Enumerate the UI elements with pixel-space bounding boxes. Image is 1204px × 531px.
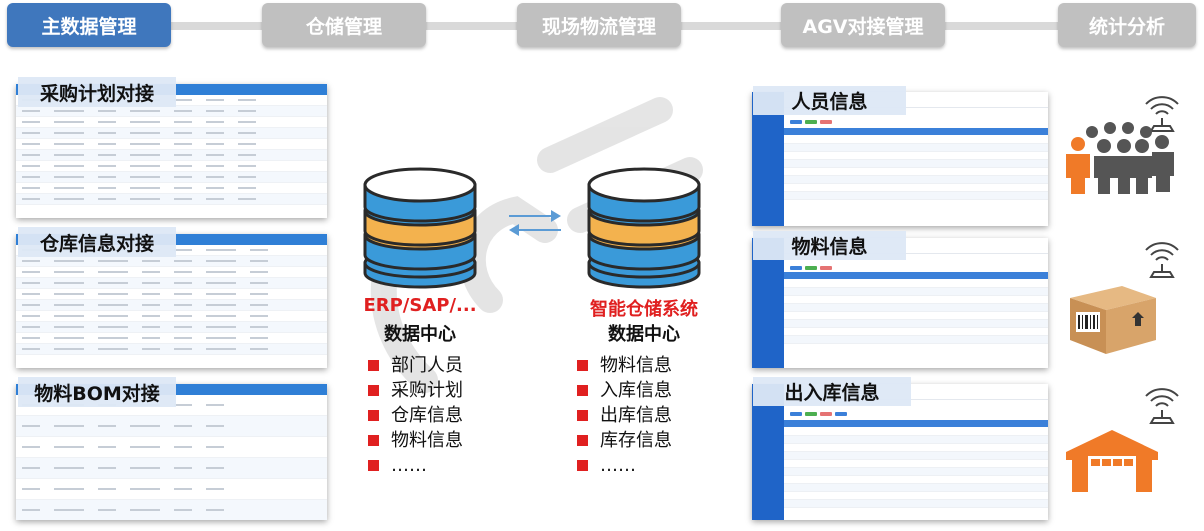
wifi-icon <box>1145 96 1179 132</box>
list-item: …… <box>577 453 672 478</box>
tab-warehouse[interactable]: 仓储管理 <box>262 3 426 47</box>
list-item: 库存信息 <box>577 428 672 453</box>
list-item: 物料信息 <box>368 428 463 453</box>
erp-db-subtitle: 数据中心 <box>384 324 456 345</box>
list-item: …… <box>368 453 463 478</box>
tab-master-data[interactable]: 主数据管理 <box>7 3 171 47</box>
sync-arrows-icon <box>509 210 561 236</box>
inout-info-label: 出入库信息 <box>753 377 911 406</box>
wifi-icon <box>1145 242 1179 278</box>
inout-info-screenshot <box>752 384 1048 520</box>
wms-db-title: 智能仓储系统 <box>590 299 698 320</box>
tab-site-logistics[interactable]: 现场物流管理 <box>517 3 681 47</box>
personnel-info-label: 人员信息 <box>753 86 906 115</box>
list-item: 采购计划 <box>368 378 463 403</box>
material-bom-label: 物料BOM对接 <box>18 377 176 407</box>
erp-db-list: 部门人员 采购计划 仓库信息 物料信息 …… <box>368 353 463 478</box>
list-item: 仓库信息 <box>368 403 463 428</box>
warehouse-info-label: 仓库信息对接 <box>18 227 176 257</box>
list-item: 部门人员 <box>368 353 463 378</box>
wifi-icon <box>1145 388 1179 424</box>
warehouse-icon <box>1066 430 1158 492</box>
list-item: 物料信息 <box>577 353 672 378</box>
wms-database-icon <box>587 167 701 289</box>
tab-agv[interactable]: AGV对接管理 <box>781 3 945 47</box>
list-item: 出库信息 <box>577 403 672 428</box>
box-icon <box>1070 286 1156 354</box>
tab-statistics[interactable]: 统计分析 <box>1058 3 1196 47</box>
purchase-plan-label: 采购计划对接 <box>18 77 176 107</box>
wms-db-subtitle: 数据中心 <box>608 324 680 345</box>
erp-database-icon <box>363 167 477 289</box>
erp-db-title: ERP/SAP/... <box>363 295 477 316</box>
wms-db-list: 物料信息 入库信息 出库信息 库存信息 …… <box>577 353 672 478</box>
material-info-label: 物料信息 <box>753 231 906 260</box>
list-item: 入库信息 <box>577 378 672 403</box>
people-icon <box>1066 122 1174 194</box>
